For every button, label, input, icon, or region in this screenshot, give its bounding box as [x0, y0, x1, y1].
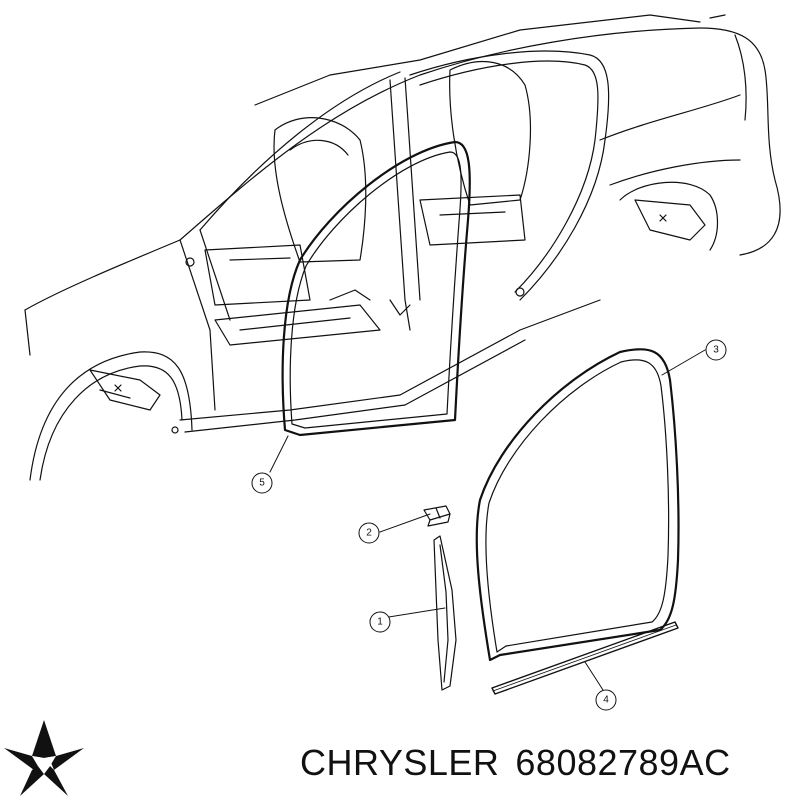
callout-4: 4	[595, 689, 617, 711]
part-number: 68082789AC	[515, 742, 731, 783]
callout-circle	[705, 339, 727, 361]
callout-label: 1	[377, 617, 383, 628]
part-4-sill-seal	[491, 621, 679, 695]
part-5-body-weatherstrip	[281, 140, 471, 437]
callout-circle	[595, 689, 617, 711]
callout-label: 5	[259, 478, 265, 489]
callout-3: 3	[705, 339, 727, 361]
part-1-pillar-seal	[433, 535, 457, 691]
callout-circle	[358, 522, 380, 544]
part-3-door-weatherstrip	[475, 348, 680, 662]
part-caption: CHRYSLER 68082789AC	[300, 738, 790, 788]
callout-circle	[251, 472, 273, 494]
callout-circle	[369, 611, 391, 633]
callout-1: 1	[369, 611, 391, 633]
part-2-clip	[423, 505, 451, 527]
callout-5: 5	[251, 472, 273, 494]
callout-2: 2	[358, 522, 380, 544]
callout-label: 4	[603, 695, 609, 706]
callout-label: 3	[713, 345, 719, 356]
callout-label: 2	[366, 528, 372, 539]
car-body-illustration	[24, 14, 781, 481]
pentastar-logo-icon	[4, 720, 84, 796]
brand-name: CHRYSLER	[300, 742, 500, 783]
